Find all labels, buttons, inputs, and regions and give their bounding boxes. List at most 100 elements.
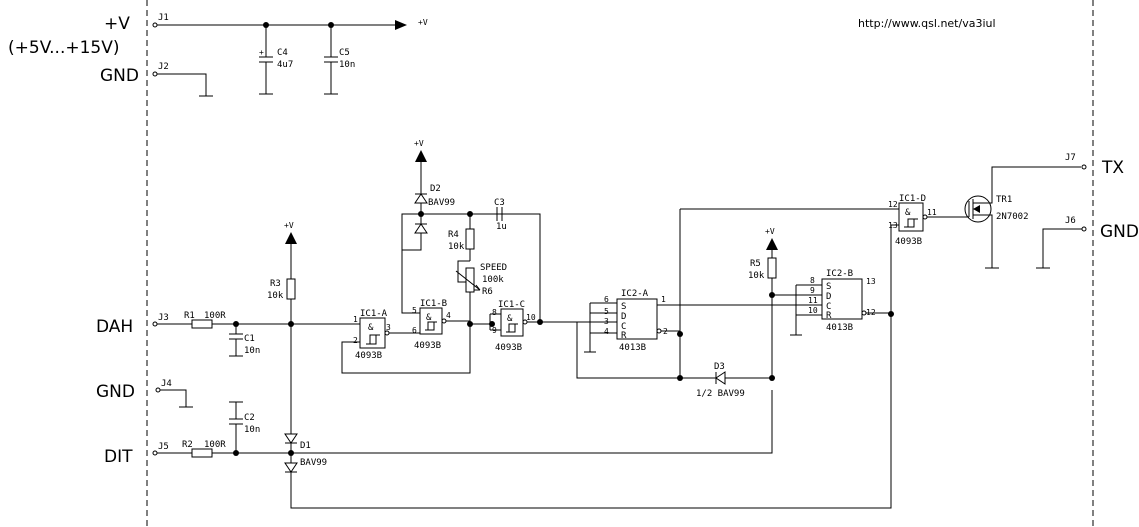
supply-gnd-label: GND: [100, 66, 139, 86]
gnd-right-label: GND: [1100, 222, 1139, 242]
svg-text:5: 5: [604, 307, 609, 316]
svg-text:&: &: [368, 323, 374, 333]
ic1b-gate: & IC1-B 4093B 5 6 4: [412, 299, 451, 351]
c3-capacitor: C3 1u: [467, 198, 507, 232]
svg-text:IC1-C: IC1-C: [498, 300, 525, 310]
svg-text:10k: 10k: [448, 242, 465, 252]
svg-text:2: 2: [353, 336, 358, 345]
tx-label: TX: [1101, 158, 1124, 178]
supply-arrow-icon: [766, 238, 778, 250]
svg-text:13: 13: [888, 221, 898, 230]
svg-text:D1: D1: [300, 441, 311, 451]
r3-resistor: +V R3 10k: [267, 221, 297, 324]
svg-text:&: &: [426, 313, 432, 323]
svg-text:D: D: [621, 312, 626, 322]
svg-text:J3: J3: [158, 313, 169, 323]
svg-text:C4: C4: [277, 48, 288, 58]
schmitt-trigger-icon: [506, 323, 518, 333]
svg-text:R6: R6: [482, 287, 493, 297]
svg-text:J7: J7: [1065, 153, 1076, 163]
ic2a-flipflop: S D C R IC2-A 4013B 6 5 3 4 1 2: [604, 289, 668, 353]
svg-text:J5: J5: [158, 442, 169, 452]
dah-label: DAH: [96, 317, 133, 337]
svg-text:8: 8: [492, 308, 497, 317]
svg-text:R2: R2: [182, 440, 193, 450]
svg-text:5: 5: [412, 306, 417, 315]
author-url: http://www.qsl.net/va3iul: [858, 17, 996, 30]
svg-text:C5: C5: [339, 48, 350, 58]
dit-label: DIT: [104, 447, 133, 467]
svg-text:R1: R1: [184, 311, 195, 321]
j7-jack: J7: [1065, 153, 1087, 170]
svg-text:D: D: [826, 292, 831, 302]
svg-text:TR1: TR1: [996, 195, 1012, 205]
svg-text:100R: 100R: [204, 440, 226, 450]
svg-text:IC1-D: IC1-D: [899, 194, 926, 204]
svg-text:100R: 100R: [204, 311, 226, 321]
d3-diode: D3 1/2 BAV99: [680, 362, 772, 399]
supply-range-label: (+5V...+15V): [8, 38, 119, 58]
svg-text:IC2-A: IC2-A: [621, 289, 649, 299]
tr1-mosfet: TR1 2N7002: [962, 166, 1081, 269]
svg-text:D3: D3: [714, 362, 725, 372]
svg-text:IC1-B: IC1-B: [420, 299, 447, 309]
svg-text:D2: D2: [430, 184, 441, 194]
j1-jack: J1: [152, 13, 169, 28]
svg-text:4: 4: [604, 327, 609, 336]
svg-text:R: R: [621, 331, 627, 341]
ic2b-flipflop: S D C R IC2-B 4013B 8 9 11 10 13 12: [808, 269, 876, 333]
svg-text:R: R: [826, 311, 832, 321]
r6-speed-potentiometer: SPEED 100k R6: [455, 260, 507, 324]
svg-text:IC2-B: IC2-B: [826, 269, 853, 279]
svg-text:11: 11: [808, 296, 818, 305]
svg-text:C: C: [621, 322, 626, 332]
svg-text:4093B: 4093B: [895, 237, 922, 247]
svg-text:BAV99: BAV99: [300, 458, 327, 468]
svg-text:10n: 10n: [339, 60, 355, 70]
c5-capacitor: C5 10n: [324, 22, 355, 95]
svg-text:+V: +V: [418, 18, 428, 27]
svg-text:4093B: 4093B: [495, 343, 522, 353]
svg-text:C2: C2: [244, 413, 255, 423]
svg-text:4093B: 4093B: [355, 351, 382, 361]
c2-capacitor: C2 10n: [229, 401, 260, 456]
svg-text:4u7: 4u7: [277, 60, 293, 70]
svg-text:+V: +V: [284, 221, 294, 230]
svg-text:+: +: [259, 48, 264, 57]
svg-text:R5: R5: [750, 259, 761, 269]
svg-text:&: &: [905, 208, 911, 218]
svg-text:C: C: [826, 302, 831, 312]
svg-text:10: 10: [526, 313, 536, 322]
svg-text:1: 1: [353, 315, 358, 324]
svg-text:IC1-A: IC1-A: [360, 309, 388, 319]
svg-text:8: 8: [810, 276, 815, 285]
c4-capacitor: + C4 4u7: [259, 22, 293, 95]
svg-text:S: S: [621, 302, 626, 312]
svg-text:4: 4: [446, 311, 451, 320]
svg-text:10k: 10k: [267, 291, 284, 301]
j4-jack: J4: [155, 379, 193, 408]
schmitt-trigger-icon: [904, 218, 918, 228]
svg-text:11: 11: [927, 208, 937, 217]
svg-text:6: 6: [412, 326, 417, 335]
supply-voltage-label: +V: [104, 14, 130, 34]
schmitt-trigger-icon: [366, 334, 380, 345]
svg-text:1u: 1u: [496, 222, 507, 232]
svg-text:2N7002: 2N7002: [996, 212, 1029, 222]
j6-jack: J6: [1036, 216, 1087, 269]
schmitt-trigger-icon: [425, 321, 437, 331]
svg-text:10: 10: [808, 306, 818, 315]
svg-text:4013B: 4013B: [826, 323, 853, 333]
svg-text:10n: 10n: [244, 425, 260, 435]
ic1d-gate: & IC1-D 4093B 12 13 11: [888, 194, 937, 247]
svg-text:J4: J4: [161, 379, 172, 389]
svg-text:C3: C3: [494, 198, 505, 208]
svg-text:100k: 100k: [482, 275, 504, 285]
gnd-mid-label: GND: [96, 382, 135, 402]
svg-text:BAV99: BAV99: [428, 198, 455, 208]
svg-text:10k: 10k: [748, 271, 765, 281]
r5-resistor: +V R5 10k: [748, 227, 778, 378]
svg-text:10n: 10n: [244, 346, 260, 356]
supply-arrow-icon: [415, 150, 427, 162]
